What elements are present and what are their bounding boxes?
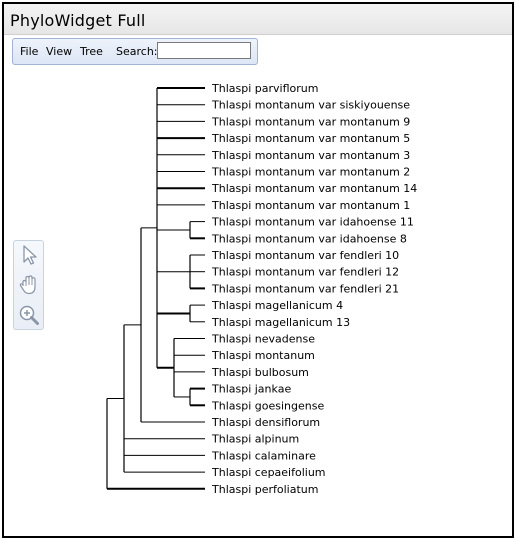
leaf-label[interactable]: Thlaspi montanum var siskiyouense bbox=[211, 99, 410, 112]
leaf-label[interactable]: Thlaspi alpinum bbox=[211, 433, 299, 446]
window-title: PhyloWidget Full bbox=[10, 11, 146, 30]
title-bar: PhyloWidget Full bbox=[4, 4, 512, 35]
arrow-pointer-icon bbox=[23, 245, 37, 265]
search-input[interactable] bbox=[157, 42, 251, 59]
toolbox bbox=[13, 240, 44, 330]
leaf-label[interactable]: Thlaspi montanum var fendleri 10 bbox=[211, 249, 399, 262]
menu-view[interactable]: View bbox=[46, 45, 73, 58]
leaf-label[interactable]: Thlaspi perfoliatum bbox=[211, 483, 318, 496]
leaf-label[interactable]: Thlaspi jankae bbox=[211, 383, 291, 396]
search-label: Search: bbox=[116, 45, 158, 58]
leaf-label[interactable]: Thlaspi montanum var fendleri 12 bbox=[211, 266, 399, 279]
leaf-label[interactable]: Thlaspi montanum var montanum 5 bbox=[211, 132, 410, 145]
leaf-label[interactable]: Thlaspi montanum var idahoense 11 bbox=[211, 216, 414, 229]
leaf-label[interactable]: Thlaspi magellanicum 13 bbox=[211, 316, 350, 329]
leaf-label[interactable]: Thlaspi montanum var montanum 9 bbox=[211, 115, 410, 128]
hand-icon bbox=[19, 275, 36, 295]
menu-bar: File View Tree Search: bbox=[12, 38, 258, 65]
leaf-label[interactable]: Thlaspi montanum bbox=[211, 349, 315, 362]
leaf-label[interactable]: Thlaspi nevadense bbox=[211, 333, 315, 346]
leaf-label[interactable]: Thlaspi montanum var montanum 1 bbox=[211, 199, 410, 212]
phylowidget-window: PhyloWidget Full File View Tree Search: bbox=[2, 2, 514, 538]
leaf-label[interactable]: Thlaspi parviflorum bbox=[211, 82, 318, 95]
leaf-label[interactable]: Thlaspi goesingense bbox=[211, 399, 324, 412]
leaf-label[interactable]: Thlaspi bulbosum bbox=[211, 366, 309, 379]
leaf-label[interactable]: Thlaspi cepaeifolium bbox=[211, 466, 326, 479]
leaf-label[interactable]: Thlaspi montanum var idahoense 8 bbox=[211, 232, 407, 245]
leaf-label[interactable]: Thlaspi calaminare bbox=[211, 449, 316, 462]
leaf-label[interactable]: Thlaspi magellanicum 4 bbox=[211, 299, 343, 312]
leaf-label[interactable]: Thlaspi densiflorum bbox=[211, 416, 320, 429]
leaf-label[interactable]: Thlaspi montanum var montanum 3 bbox=[211, 149, 410, 162]
menu-tree[interactable]: Tree bbox=[80, 45, 103, 58]
leaf-label[interactable]: Thlaspi montanum var montanum 14 bbox=[211, 182, 417, 195]
hand-tool-button[interactable] bbox=[18, 274, 40, 296]
arrow-tool-button[interactable] bbox=[18, 244, 40, 266]
leaf-label[interactable]: Thlaspi montanum var fendleri 21 bbox=[211, 282, 399, 295]
zoom-in-icon bbox=[19, 305, 39, 325]
menu-file[interactable]: File bbox=[20, 45, 39, 58]
zoom-tool-button[interactable] bbox=[18, 304, 40, 326]
leaf-label[interactable]: Thlaspi montanum var montanum 2 bbox=[211, 166, 410, 179]
